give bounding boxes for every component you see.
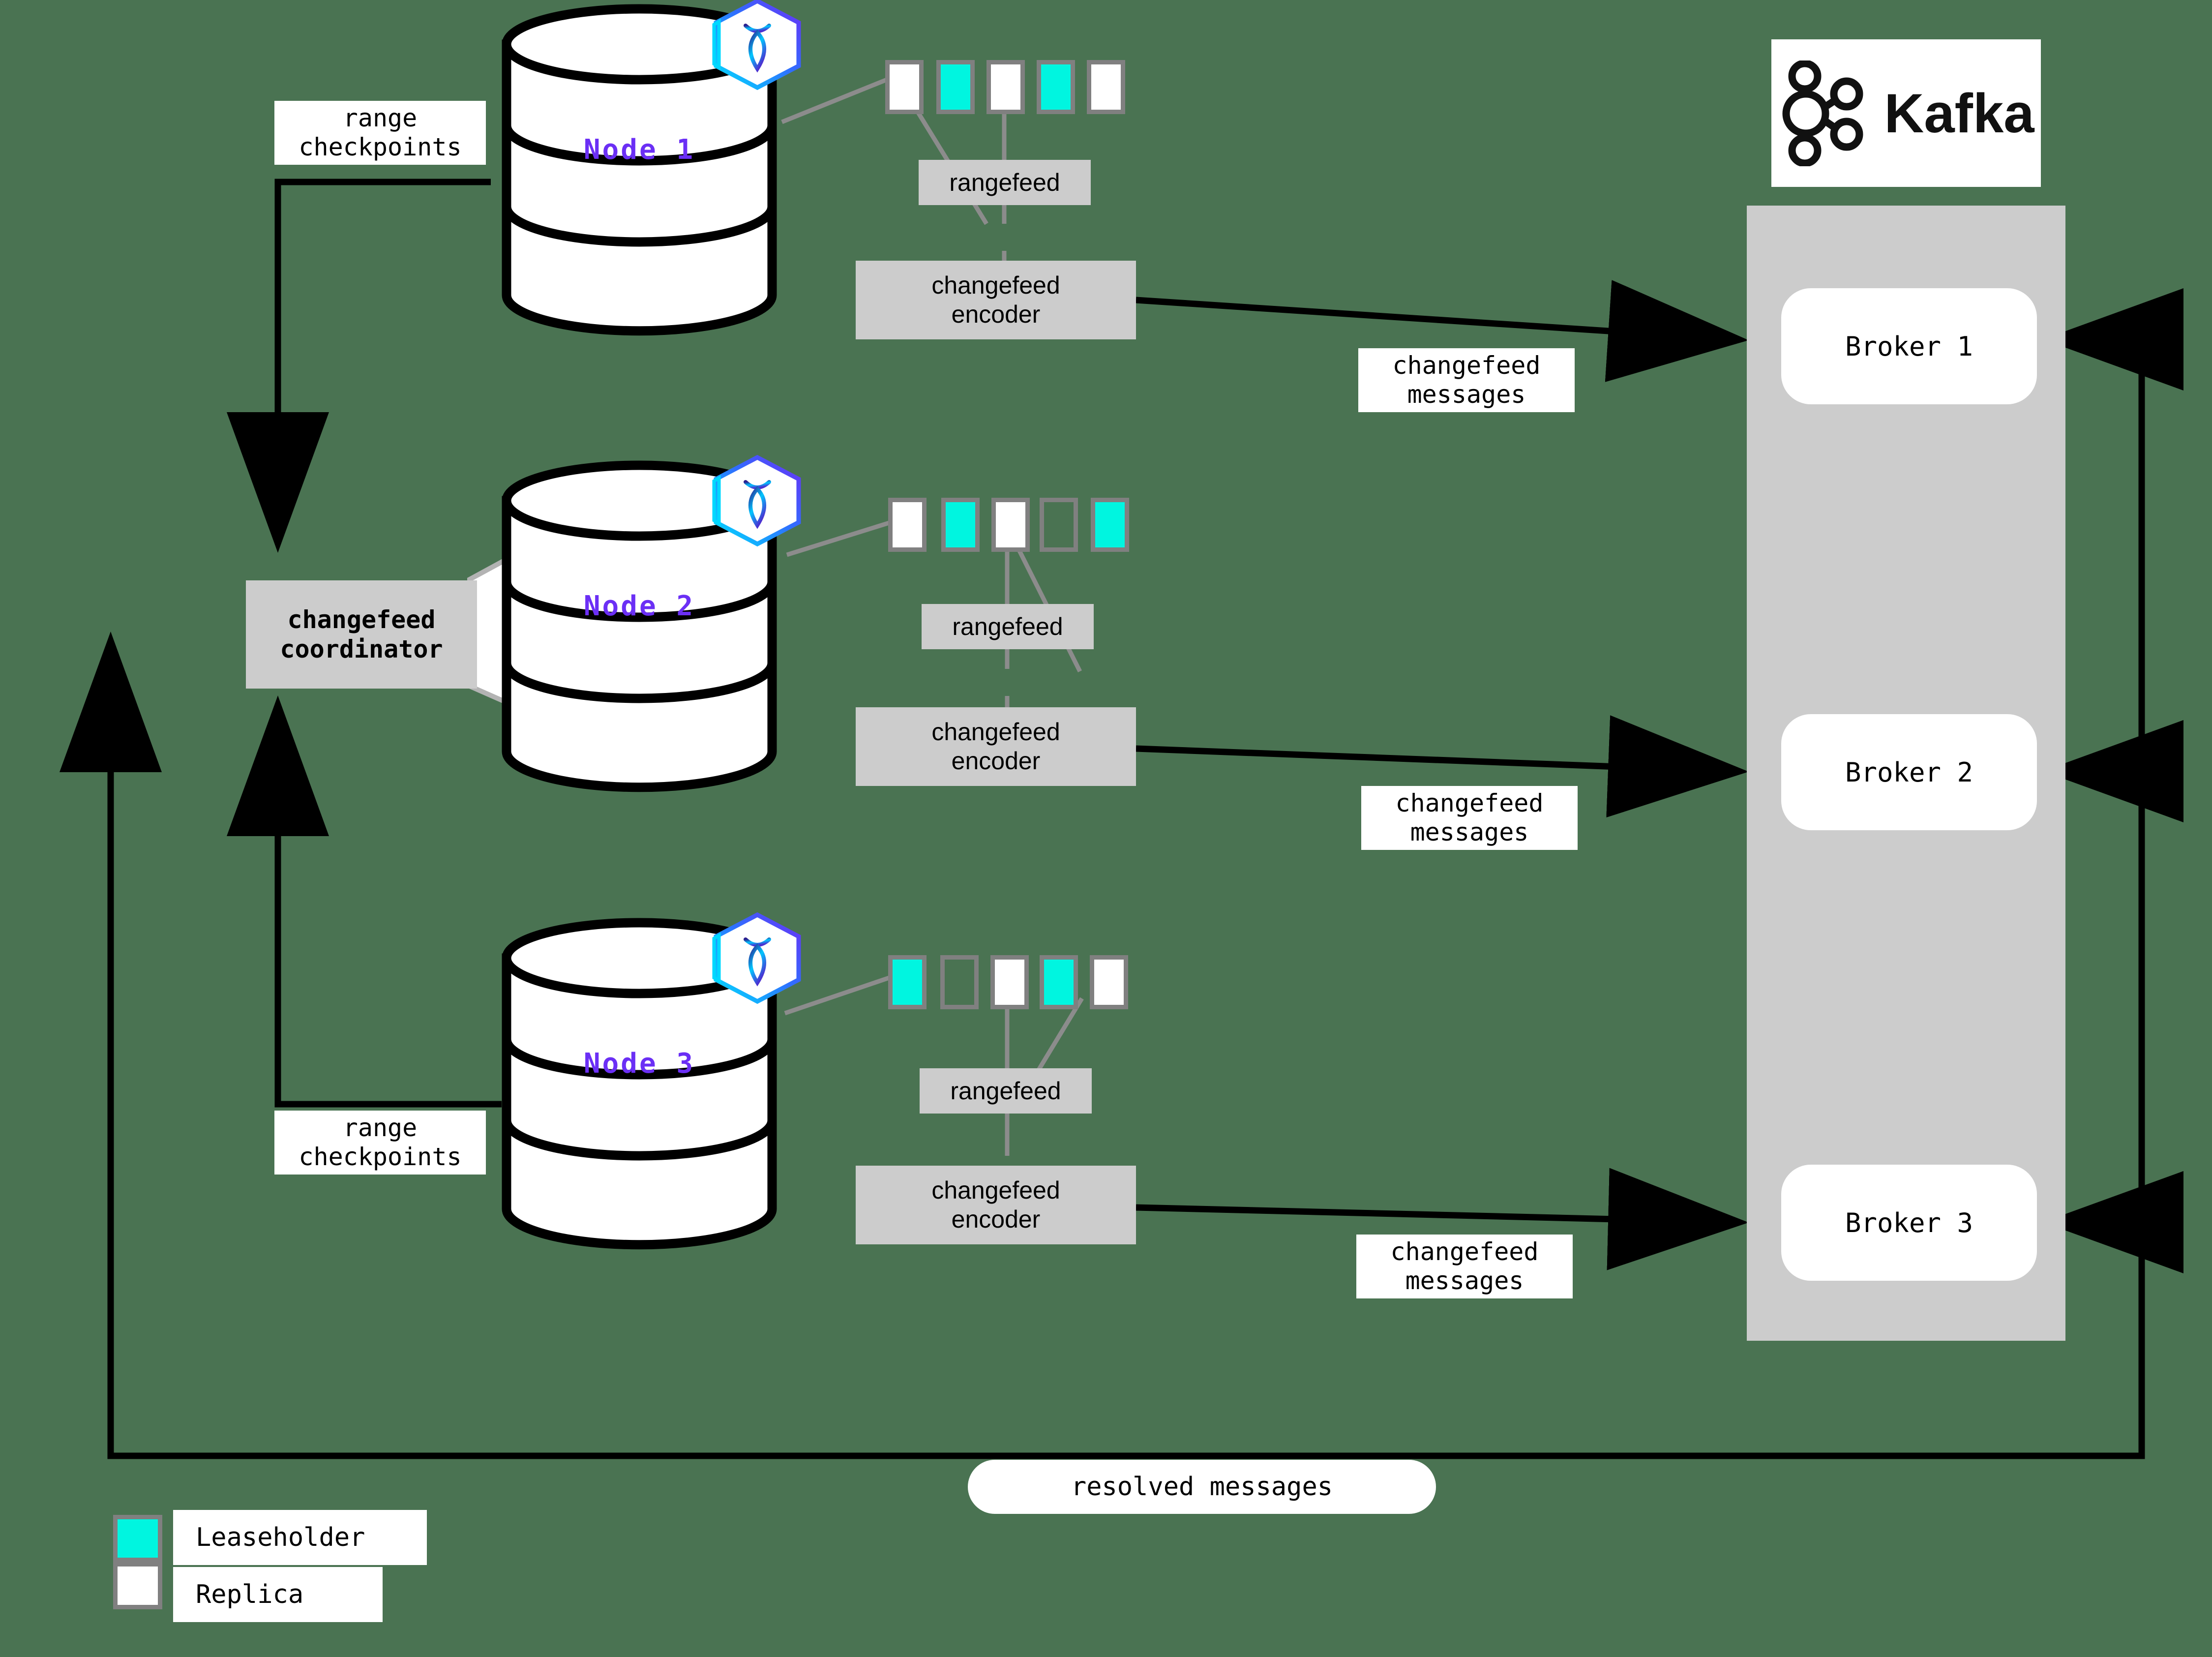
node-2-rangefeed-box[interactable]: rangefeed: [922, 604, 1094, 649]
range-square[interactable]: [936, 60, 975, 114]
range-square[interactable]: [940, 955, 979, 1009]
legend-label-leaseholder: Leaseholder: [173, 1510, 427, 1565]
range-square[interactable]: [990, 955, 1029, 1009]
range-square[interactable]: [1090, 955, 1128, 1009]
broker-3-label: Broker 3: [1845, 1207, 1973, 1238]
range-square[interactable]: [1087, 60, 1125, 114]
range-square[interactable]: [1040, 955, 1078, 1009]
range-square[interactable]: [1037, 60, 1075, 114]
legend-label-replica: Replica: [173, 1567, 383, 1622]
range-checkpoints-bottom-label: range checkpoints: [274, 1111, 486, 1175]
broker-2-label: Broker 2: [1845, 756, 1973, 788]
range-square[interactable]: [1091, 498, 1129, 552]
broker-1-box[interactable]: Broker 1: [1781, 288, 2037, 404]
changefeed-coordinator-box[interactable]: changefeed coordinator: [246, 580, 477, 689]
broker-3-box[interactable]: Broker 3: [1781, 1165, 2037, 1281]
node3-cylinder: [502, 918, 777, 1250]
resolved-messages-edges: [59, 288, 2183, 1459]
node-3-label: Node 3: [583, 1048, 695, 1080]
range-checkpoints-top-edge: [227, 179, 491, 553]
node-1-label: Node 1: [583, 134, 695, 166]
broker-2-box[interactable]: Broker 2: [1781, 714, 2037, 830]
kafka-brand-label: Kafka: [1884, 82, 2034, 144]
changefeed-messages-1-label: changefeed messages: [1358, 348, 1575, 412]
node-3-changefeed-encoder-box[interactable]: changefeed encoder: [856, 1166, 1136, 1244]
cockroachdb-hex-icon-node3: [712, 912, 801, 1004]
range-square[interactable]: [888, 955, 927, 1009]
cockroachdb-hex-icon-node2: [712, 454, 801, 547]
range-square[interactable]: [941, 498, 980, 552]
range-square[interactable]: [888, 498, 927, 552]
resolved-messages-pill: resolved messages: [968, 1460, 1436, 1514]
legend-swatch-replica: [113, 1562, 162, 1609]
legend-swatch-leaseholder: [113, 1515, 162, 1562]
node1-cylinder: [502, 4, 777, 336]
broker-1-label: Broker 1: [1845, 331, 1973, 362]
range-checkpoints-top-label: range checkpoints: [274, 101, 486, 165]
node-3-rangefeed-box[interactable]: rangefeed: [920, 1068, 1092, 1114]
kafka-logo-card: Kafka: [1771, 39, 2041, 187]
node-1-changefeed-encoder-box[interactable]: changefeed encoder: [856, 261, 1136, 339]
range-square[interactable]: [986, 60, 1025, 114]
node-2-label: Node 2: [583, 590, 695, 622]
range-square[interactable]: [885, 60, 924, 114]
kafka-logo-icon: [1782, 60, 1863, 166]
range-square[interactable]: [1040, 498, 1078, 552]
node-1-rangefeed-box[interactable]: rangefeed: [919, 160, 1091, 205]
changefeed-messages-2-label: changefeed messages: [1361, 786, 1578, 850]
node3-connectors: [784, 975, 1084, 1156]
range-checkpoints-bottom-edge: [227, 695, 502, 1108]
node-2-changefeed-encoder-box[interactable]: changefeed encoder: [856, 707, 1136, 786]
changefeed-messages-3-label: changefeed messages: [1356, 1235, 1573, 1298]
cockroachdb-hex-icon-node1: [712, 0, 801, 90]
encoder-to-broker-edges: [1136, 280, 1749, 1270]
range-square[interactable]: [991, 498, 1030, 552]
node2-cylinder: [502, 460, 777, 792]
